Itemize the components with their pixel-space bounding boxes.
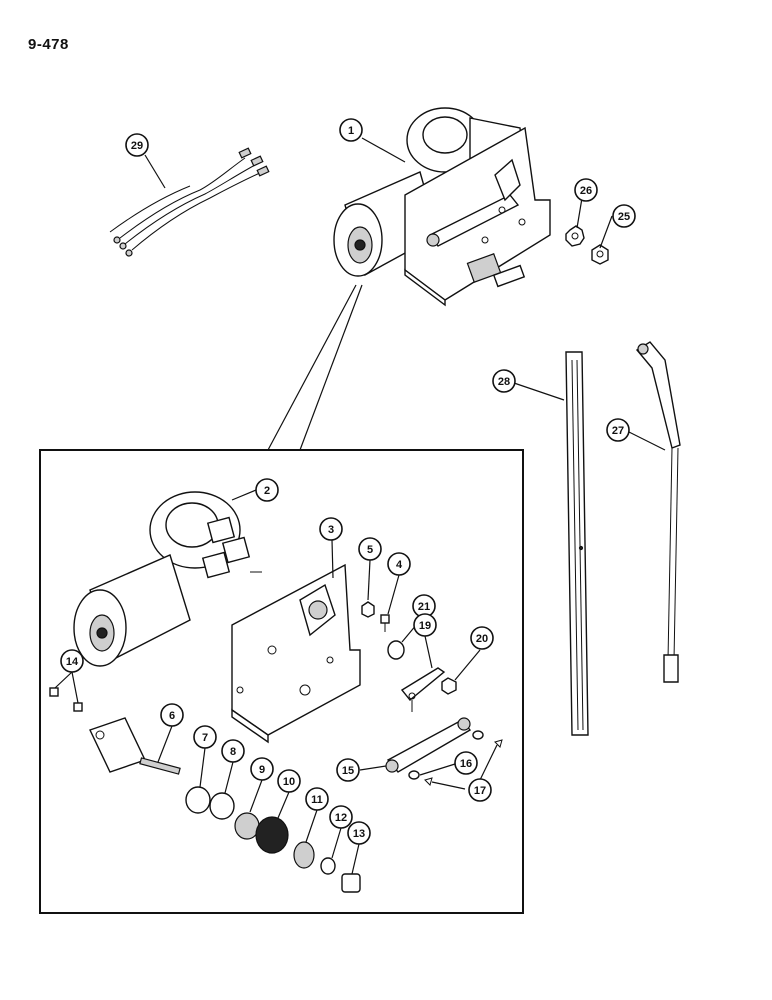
svg-text:28: 28 — [498, 376, 510, 388]
link-arm — [385, 717, 472, 773]
svg-text:11: 11 — [311, 794, 323, 806]
seal-washer — [185, 786, 211, 814]
callout-4: 4 — [387, 552, 411, 576]
callout-7: 7 — [193, 725, 217, 749]
svg-text:12: 12 — [335, 812, 347, 824]
wiper-motor-assembly — [333, 107, 551, 307]
svg-text:5: 5 — [367, 544, 373, 556]
small-washer — [320, 857, 336, 875]
svg-text:6: 6 — [169, 710, 175, 722]
callout-10: 10 — [277, 769, 301, 793]
svg-text:14: 14 — [66, 656, 79, 668]
svg-text:10: 10 — [283, 776, 295, 788]
svg-text:8: 8 — [230, 746, 236, 758]
page-number-title: 9-478 — [28, 36, 69, 53]
callout-15: 15 — [336, 758, 360, 782]
hex-nut — [441, 677, 457, 695]
spacer-washer — [209, 792, 235, 820]
callout-12: 12 — [329, 805, 353, 829]
mounting-bracket — [231, 563, 361, 744]
svg-text:17: 17 — [474, 785, 486, 797]
svg-text:25: 25 — [618, 211, 630, 223]
svg-text:13: 13 — [353, 828, 365, 840]
washer-small-2 — [472, 730, 484, 740]
callout-20: 20 — [470, 626, 494, 650]
svg-text:2: 2 — [264, 485, 270, 497]
spindle-nut — [591, 244, 609, 265]
callout-25: 25 — [612, 204, 636, 228]
screw — [380, 614, 390, 632]
nut — [361, 601, 375, 618]
callout-17: 17 — [468, 778, 492, 802]
rubber-grommet — [255, 816, 289, 854]
callout-13: 13 — [347, 821, 371, 845]
spline-adapter — [293, 841, 315, 869]
cap-nut — [341, 873, 361, 893]
retaining-clip-2 — [494, 739, 503, 748]
callout-16: 16 — [454, 751, 478, 775]
washer-small — [408, 770, 420, 780]
wiper-arm — [635, 341, 681, 683]
callout-19: 19 — [413, 613, 437, 637]
wiring-harness — [109, 147, 270, 257]
callout-29: 29 — [125, 133, 149, 157]
callout-11: 11 — [305, 787, 329, 811]
svg-text:15: 15 — [342, 765, 354, 777]
svg-text:20: 20 — [476, 633, 488, 645]
callout-8: 8 — [221, 739, 245, 763]
svg-text:7: 7 — [202, 732, 208, 744]
callout-28: 28 — [492, 369, 516, 393]
callout-27: 27 — [606, 418, 630, 442]
svg-text:3: 3 — [328, 524, 334, 536]
svg-text:19: 19 — [419, 620, 431, 632]
flat-washer — [387, 640, 405, 660]
svg-text:1: 1 — [348, 125, 354, 137]
svg-text:26: 26 — [580, 185, 592, 197]
callout-6: 6 — [160, 703, 184, 727]
callout-14: 14 — [60, 649, 84, 673]
svg-text:29: 29 — [131, 140, 143, 152]
lock-washer — [565, 225, 585, 247]
detail-view-box — [39, 449, 524, 914]
callout-1: 1 — [339, 118, 363, 142]
callout-5: 5 — [358, 537, 382, 561]
retaining-clip — [424, 777, 433, 786]
svg-text:27: 27 — [612, 425, 624, 437]
drive-shaft — [89, 717, 181, 775]
svg-text:4: 4 — [396, 559, 403, 571]
svg-text:21: 21 — [418, 601, 430, 613]
wiper-motor — [73, 491, 262, 667]
callout-2: 2 — [255, 478, 279, 502]
wiper-blade — [565, 351, 589, 736]
callout-9: 9 — [250, 757, 274, 781]
callout-26: 26 — [574, 178, 598, 202]
link-bracket — [400, 667, 446, 712]
svg-text:16: 16 — [460, 758, 472, 770]
callout-3: 3 — [319, 517, 343, 541]
svg-text:9: 9 — [259, 764, 265, 776]
